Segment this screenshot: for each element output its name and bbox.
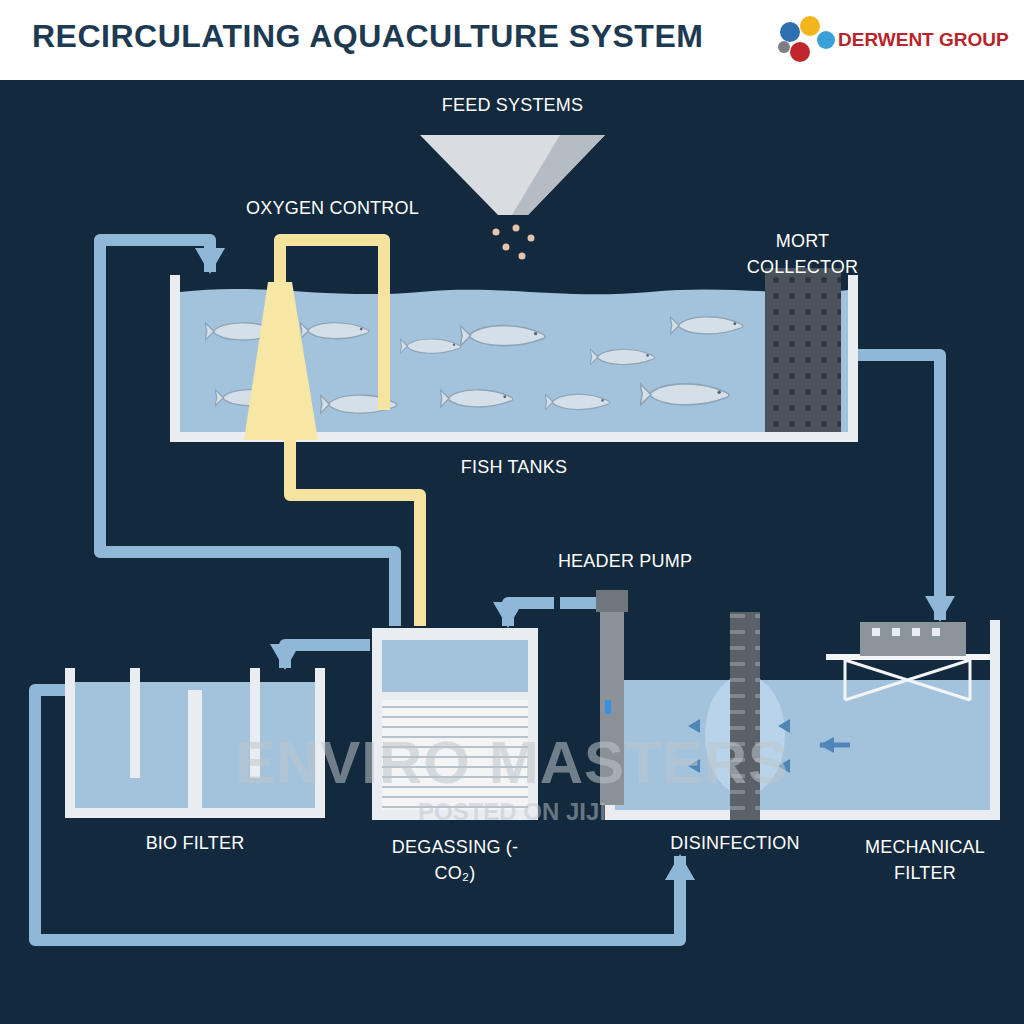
- mechanical-filter: MECHANICAL FILTER: [850, 620, 1000, 886]
- diagram-title: RECIRCULATING AQUACULTURE SYSTEM: [32, 18, 703, 55]
- water-pipe: [820, 743, 850, 748]
- logo-text: DERWENT GROUP: [838, 29, 1009, 51]
- fish-tank: FISH TANKSMORT COLLECTOR: [170, 272, 858, 480]
- water-pipe: [508, 603, 554, 626]
- node-label: HEADER PUMP: [558, 548, 692, 574]
- water-pipe: [858, 355, 940, 620]
- watermark-note: POSTED ON JIJI: [418, 798, 606, 826]
- feed-system: FEED SYSTEMS: [410, 92, 615, 222]
- water-pipe: [100, 240, 395, 626]
- fish-figure: [300, 322, 369, 339]
- oxygen-pipe: [290, 440, 420, 626]
- node-label: FISH TANKS: [461, 454, 567, 480]
- fish-figure: [590, 349, 655, 365]
- logo-circles: [778, 16, 835, 62]
- node-label: DEGASSING (-CO₂): [390, 834, 520, 886]
- fish-figure: [440, 390, 513, 408]
- fish-figure: [640, 384, 729, 406]
- fish-figure: [460, 325, 545, 346]
- mort-collector: MORT COLLECTOR: [729, 228, 876, 432]
- header-pump: HEADER PUMP: [554, 548, 696, 728]
- node-label: OXYGEN CONTROL: [246, 195, 419, 221]
- node-label: FEED SYSTEMS: [442, 92, 583, 118]
- watermark: ENVIRO MASTERS: [235, 728, 789, 797]
- water-pipe: [285, 645, 370, 668]
- fish-figure: [545, 394, 610, 410]
- node-label: MECHANICAL FILTER: [858, 834, 993, 886]
- node-label: BIO FILTER: [146, 830, 245, 856]
- fish-figure: [670, 317, 743, 335]
- oxygen-control: OXYGEN CONTROL: [240, 195, 425, 440]
- node-label: MORT COLLECTOR: [729, 228, 876, 280]
- mort-collector-body: [765, 268, 841, 432]
- fish-figure: [400, 339, 461, 354]
- node-label: DISINFECTION: [670, 830, 799, 856]
- feed-hopper: [420, 135, 605, 260]
- water-pipe: [35, 690, 680, 940]
- oxygen-cone: [244, 240, 384, 440]
- fish-tank: [170, 275, 858, 442]
